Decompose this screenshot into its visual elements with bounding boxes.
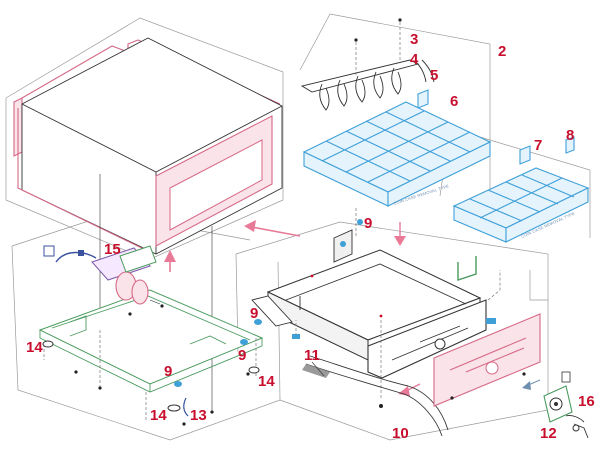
- callout-7: 7: [534, 137, 542, 154]
- callout-13: 13: [190, 407, 207, 424]
- callout-9-front: 9: [164, 363, 172, 380]
- callout-2: 2: [498, 43, 506, 60]
- callout-4: 4: [410, 51, 419, 68]
- callout-10: 10: [392, 425, 409, 442]
- callout-14-front: 14: [150, 407, 167, 424]
- callout-14-left: 14: [26, 339, 43, 356]
- note-clip-bar: [300, 18, 435, 111]
- drawer-body: [251, 208, 487, 408]
- callout-15: 15: [104, 241, 121, 258]
- assembly-guides: [5, 13, 591, 441]
- money-tray: [302, 101, 492, 207]
- assembly-arrows: [164, 220, 541, 396]
- coin-case: [452, 136, 590, 243]
- lock-assembly: [543, 371, 589, 439]
- spring-clip: [457, 256, 548, 301]
- feet-and-washers: [42, 319, 262, 417]
- front-panel: [433, 313, 541, 407]
- callout-9-left: 9: [250, 305, 258, 322]
- callout-6: 6: [450, 93, 458, 110]
- base-plate: [38, 289, 264, 426]
- callout-14-right: 14: [258, 373, 275, 390]
- callout-8: 8: [566, 127, 574, 144]
- drawer-rail: [302, 355, 449, 437]
- solenoid-unit: [43, 245, 164, 308]
- callout-9-base: 9: [238, 347, 246, 364]
- callout-16: 16: [578, 393, 595, 410]
- callouts: 2 3 4 5 6 7 8 9 9 9 9 10 11 12 13 14 14 …: [26, 31, 595, 442]
- callout-5: 5: [430, 67, 438, 84]
- callout-12: 12: [540, 425, 557, 442]
- callout-9-drawer: 9: [364, 215, 372, 232]
- callout-3: 3: [410, 31, 418, 48]
- callout-11: 11: [304, 347, 320, 364]
